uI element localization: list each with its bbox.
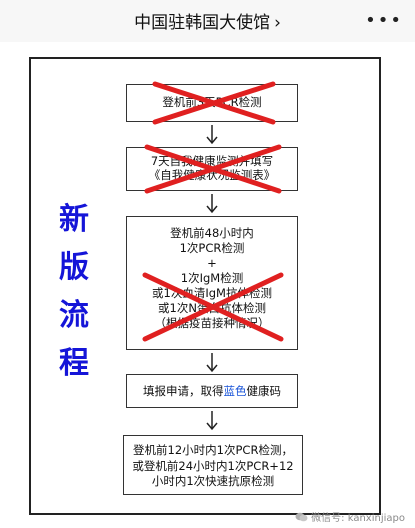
flow-step-2-line-2: 《自我健康状况监测表》 — [148, 168, 276, 182]
side-title-char: 流 — [59, 298, 89, 333]
flow-step-2-line-1: 7天自我健康监测并填写 — [150, 154, 274, 168]
flow-step-4-suffix: 健康码 — [246, 384, 282, 398]
flow-step-3-line-6: （根据疫苗接种情况） — [154, 316, 270, 330]
watermark: 微信号: kanxinjiapo — [295, 509, 405, 524]
flow-step-3-line-2: 1次PCR检测 — [179, 241, 245, 255]
top-bar: 中国驻韩国大使馆› ••• — [0, 0, 415, 42]
flow-step-5: 登机前12小时内1次PCR检测， 或登机前24小时内1次PCR+12 小时内1次… — [123, 435, 303, 495]
flow-step-5-line-2: 或登机前24小时内1次PCR+12 — [132, 458, 294, 473]
watermark-text: 微信号: kanxinjiapo — [311, 513, 405, 524]
flow-step-3-line-5: 或1次N蛋白抗体检测 — [158, 301, 266, 315]
flow-step-1-text: 登机前3天PCR检测 — [162, 95, 262, 109]
flowchart-image: 新 版 流 程 登机前3天PCR检测 7天自我健康监测并填写 《自我健康状况监测… — [29, 57, 381, 515]
flow-step-4-text: 填报申请，取得蓝色健康码 — [127, 384, 297, 398]
chevron-right-icon: › — [274, 13, 281, 33]
blue-highlight-text: 蓝色 — [223, 384, 247, 398]
more-options-button[interactable]: ••• — [365, 10, 403, 31]
flow-step-5-line-1: 登机前12小时内1次PCR检测， — [133, 443, 293, 457]
flow-step-2: 7天自我健康监测并填写 《自我健康状况监测表》 — [126, 147, 298, 191]
flow-step-3-plus: + — [207, 256, 217, 270]
side-title-char: 程 — [59, 346, 89, 381]
flow-step-3-line-3: 1次IgM检测 — [180, 271, 244, 285]
account-title-link[interactable]: 中国驻韩国大使馆› — [0, 8, 415, 33]
flow-step-1: 登机前3天PCR检测 — [126, 84, 298, 122]
arrow-down-icon — [206, 125, 218, 145]
flow-step-5-line-3: 小时内1次快速抗原检测 — [151, 474, 275, 488]
arrow-down-icon — [206, 194, 218, 214]
arrow-down-icon — [206, 411, 218, 431]
arrow-down-icon — [206, 353, 218, 373]
flow-step-4-prefix: 填报申请，取得 — [143, 384, 224, 398]
wechat-icon — [295, 512, 308, 521]
account-title: 中国驻韩国大使馆 — [134, 13, 271, 33]
flow-step-3-line-4: 或1次血清IgM抗体检测 — [152, 286, 272, 300]
flow-step-3-line-1: 登机前48小时内 — [170, 226, 254, 240]
side-title-char: 版 — [59, 250, 89, 285]
flow-step-3: 登机前48小时内 1次PCR检测 + 1次IgM检测 或1次血清IgM抗体检测 … — [126, 216, 298, 350]
flow-step-4: 填报申请，取得蓝色健康码 — [126, 374, 298, 408]
side-title-char: 新 — [59, 202, 89, 237]
side-title: 新 版 流 程 — [51, 196, 97, 388]
